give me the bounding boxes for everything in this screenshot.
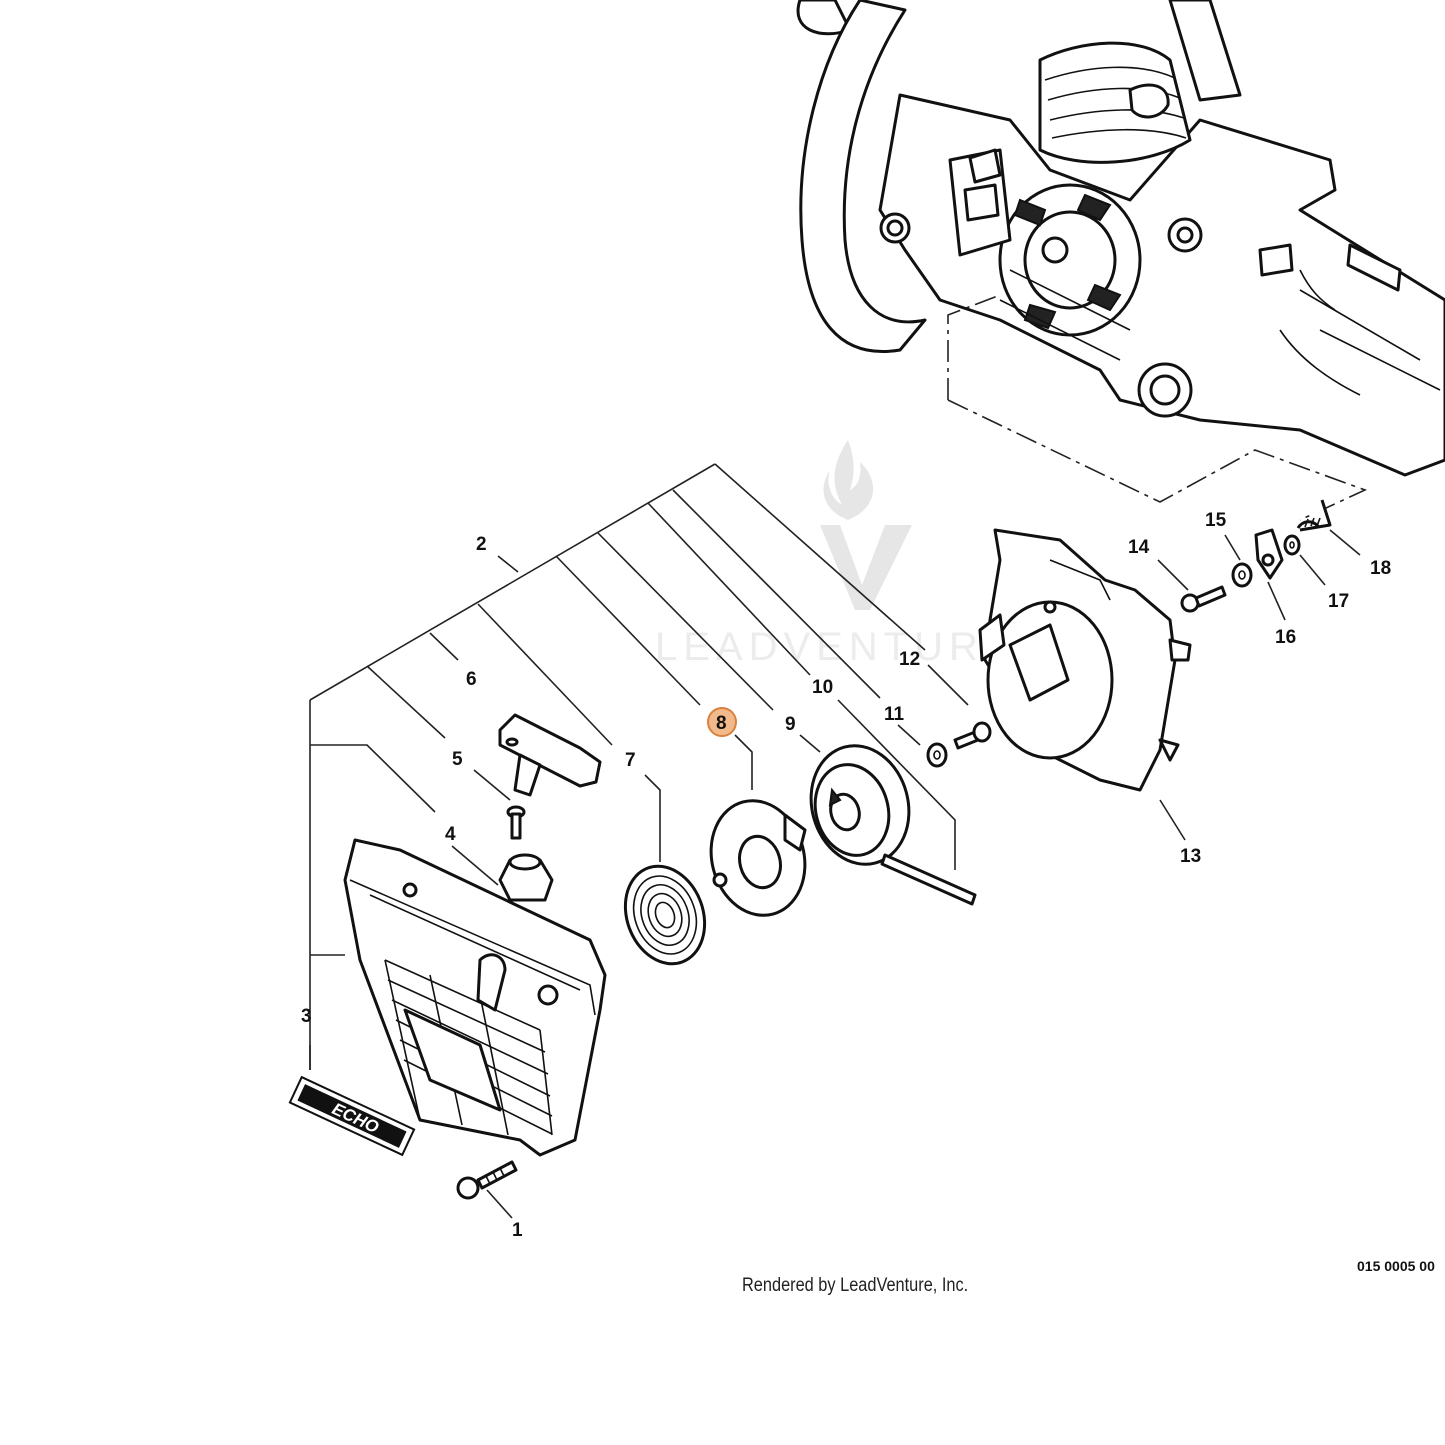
starter-handle[interactable] bbox=[498, 713, 602, 797]
echo-decal: ECHO bbox=[288, 1075, 416, 1157]
callout-9[interactable]: 9 bbox=[785, 714, 796, 735]
washer[interactable] bbox=[926, 742, 948, 768]
highlighted-callout-marker[interactable] bbox=[707, 707, 737, 737]
starter-rope[interactable] bbox=[880, 853, 977, 906]
callout-labels: 1 2 3 4 5 6 7 8 9 10 11 12 13 14 15 16 1… bbox=[301, 510, 1391, 1241]
callout-17[interactable]: 17 bbox=[1328, 591, 1349, 612]
pulley-screw[interactable] bbox=[953, 721, 992, 750]
callout-18[interactable]: 18 bbox=[1370, 558, 1391, 579]
callout-6[interactable]: 6 bbox=[466, 669, 477, 690]
chainsaw-powerhead bbox=[796, 0, 1445, 477]
callout-2[interactable]: 2 bbox=[476, 534, 487, 555]
rope-pulley[interactable] bbox=[798, 735, 922, 876]
callout-1[interactable]: 1 bbox=[512, 1220, 523, 1241]
callout-13[interactable]: 13 bbox=[1180, 846, 1201, 867]
callout-8[interactable]: 8 bbox=[716, 713, 727, 734]
callout-4[interactable]: 4 bbox=[445, 824, 456, 845]
callout-10[interactable]: 10 bbox=[812, 677, 833, 698]
fan-cover[interactable] bbox=[978, 528, 1192, 792]
callout-5[interactable]: 5 bbox=[452, 749, 463, 770]
cover-bolt[interactable] bbox=[456, 1160, 518, 1200]
callout-14[interactable]: 14 bbox=[1128, 537, 1150, 558]
starter-pawl[interactable] bbox=[1254, 528, 1284, 580]
leader-lines bbox=[309, 463, 1361, 1219]
mounting-outline bbox=[947, 294, 1368, 521]
callout-11[interactable]: 11 bbox=[884, 704, 905, 725]
figure-number: 015 0005 00 bbox=[1357, 1258, 1435, 1274]
pawl-spring-washer[interactable] bbox=[1283, 534, 1301, 556]
callout-15[interactable]: 15 bbox=[1205, 510, 1227, 531]
guide-screw[interactable] bbox=[506, 805, 526, 840]
pawl-bolt[interactable] bbox=[1180, 585, 1227, 613]
callout-3[interactable]: 3 bbox=[301, 1006, 312, 1027]
render-credit: Rendered by LeadVenture, Inc. bbox=[742, 1275, 969, 1296]
starter-cover[interactable] bbox=[343, 838, 607, 1157]
leadventure-watermark: LEADVENTURE bbox=[655, 440, 1017, 669]
pawl-washer[interactable] bbox=[1231, 562, 1253, 588]
spring-case[interactable] bbox=[699, 790, 818, 926]
callout-7[interactable]: 7 bbox=[625, 750, 636, 771]
recoil-spring[interactable] bbox=[612, 855, 718, 975]
callout-16[interactable]: 16 bbox=[1275, 627, 1296, 648]
pawl-spring[interactable] bbox=[1296, 499, 1332, 532]
rope-guide[interactable] bbox=[498, 853, 554, 902]
watermark-text: LEADVENTURE bbox=[655, 625, 1017, 669]
callout-12[interactable]: 12 bbox=[899, 649, 920, 670]
